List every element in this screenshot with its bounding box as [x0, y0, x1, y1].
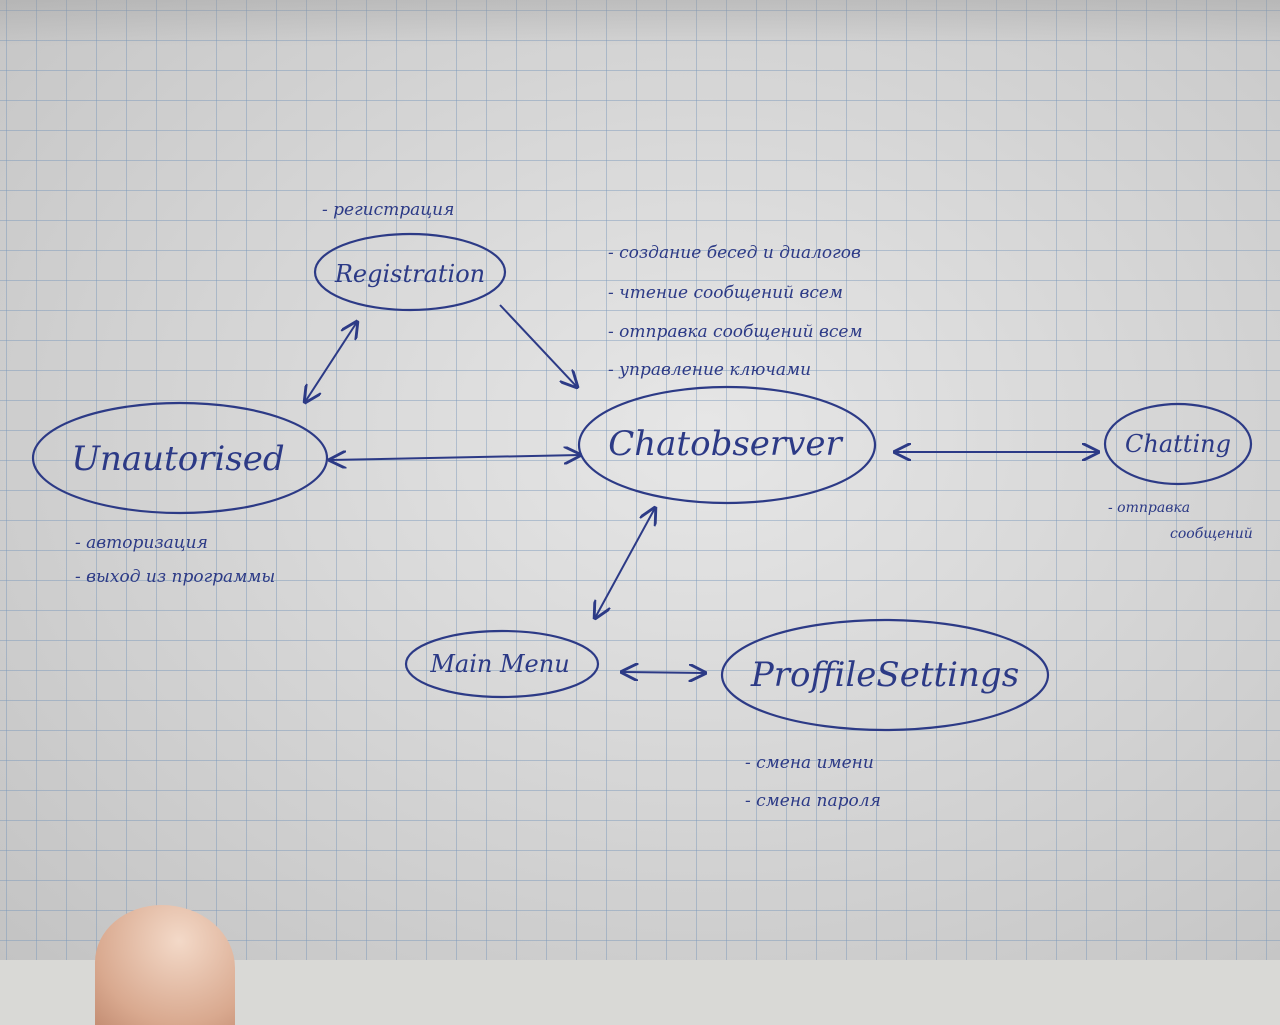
node-chat-observer-ellipse: [577, 385, 877, 505]
edge-unauthorized-registration: [305, 322, 357, 402]
thumb-in-frame: [95, 905, 235, 1025]
node-registration-label: Registration: [334, 260, 485, 288]
edge-main-menu-profile-settings: [622, 672, 705, 673]
notes-chat-observer: - создание бесед и диалогов - чтение соо…: [608, 243, 863, 380]
edge-registration-chat-observer: [499, 304, 577, 387]
notes-profile-settings: - смена имени - смена пароля: [745, 753, 881, 811]
note-line: - управление ключами: [608, 360, 811, 380]
node-main-menu-label: Main Menu: [429, 650, 569, 678]
edge-chat-observer-main-menu: [595, 508, 655, 618]
note-line: сообщений: [1170, 526, 1253, 542]
notes-unauthorized: - авторизация - выход из программы: [75, 533, 275, 587]
notes-registration: - регистрация: [322, 200, 454, 220]
node-unauthorized-label: Unautorised: [71, 439, 284, 479]
note-line: - выход из программы: [75, 567, 275, 587]
edge-unauthorized-chat-observer: [330, 455, 580, 460]
node-chat-observer: Chatobserver: [577, 385, 877, 505]
notes-chatting: - отправка сообщений: [1108, 500, 1253, 542]
node-chat-observer-label: Chatobserver: [608, 424, 843, 464]
node-chatting-ellipse: [1103, 402, 1253, 486]
node-profile-settings-label: ProffileSettings: [750, 655, 1019, 695]
note-line: - смена имени: [745, 753, 874, 773]
note-line: - отправка: [1108, 500, 1190, 516]
note-line: - отправка сообщений всем: [608, 322, 863, 342]
paper-fold-shadow: [0, 0, 1280, 46]
note-line: - регистрация: [322, 200, 454, 220]
node-profile-settings: ProffileSettings: [720, 618, 1050, 732]
note-line: - чтение сообщений всем: [608, 283, 843, 303]
node-profile-settings-ellipse: [720, 618, 1050, 732]
node-main-menu: Main Menu: [404, 629, 600, 699]
node-registration-ellipse: [313, 232, 507, 312]
node-main-menu-ellipse: [404, 629, 600, 699]
node-chatting-label: Chatting: [1125, 430, 1231, 458]
node-unauthorized: Unautorised: [31, 401, 329, 515]
graph-paper-background: [0, 0, 1280, 960]
state-diagram: Registration Unautorised Chatobserver Ch…: [31, 200, 1253, 811]
node-registration: Registration: [313, 232, 507, 312]
note-line: - смена пароля: [745, 791, 881, 811]
node-unauthorized-ellipse: [31, 401, 329, 515]
note-line: - авторизация: [75, 533, 208, 553]
node-chatting: Chatting: [1103, 402, 1253, 486]
note-line: - создание бесед и диалогов: [608, 243, 861, 263]
